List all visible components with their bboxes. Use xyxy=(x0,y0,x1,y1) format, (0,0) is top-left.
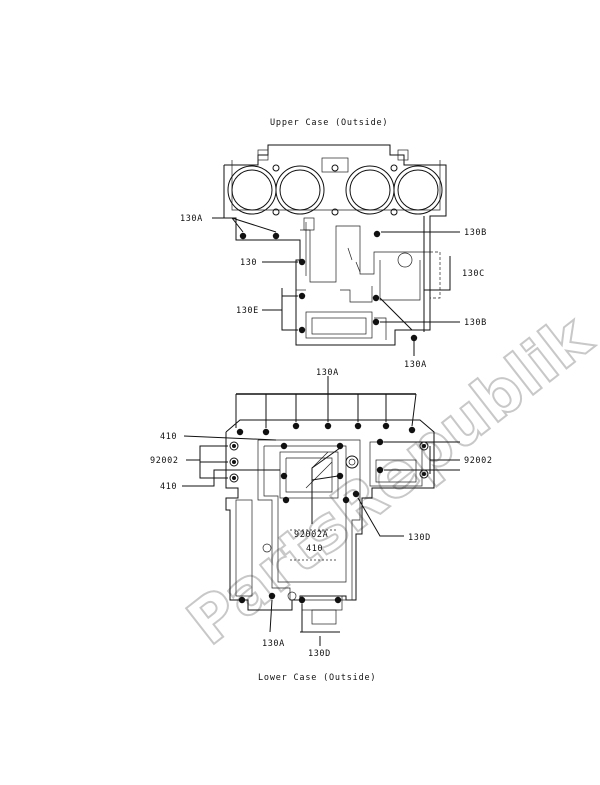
label-130E: 130E xyxy=(236,306,259,316)
label-130A-upper-left: 130A xyxy=(180,214,203,224)
lower-leaders xyxy=(182,376,460,646)
upper-case-title: Upper Case (Outside) xyxy=(270,118,388,128)
label-130D-bottom: 130D xyxy=(308,649,331,659)
label-410-top: 410 xyxy=(160,432,177,442)
label-92002A: 92002A xyxy=(294,530,328,540)
label-130B-upper-mid: 130B xyxy=(464,318,487,328)
lower-case-drawing xyxy=(225,419,435,625)
label-92002-right: 92002 xyxy=(464,456,493,466)
upper-case-drawing xyxy=(223,144,447,346)
label-92002-left: 92002 xyxy=(150,456,179,466)
label-130A-upper-bottom: 130A xyxy=(404,360,427,370)
label-130D-right: 130D xyxy=(408,533,431,543)
label-130A-lower-top: 130A xyxy=(316,368,339,378)
label-130A-lower-bottom: 130A xyxy=(262,639,285,649)
label-130B-upper-top: 130B xyxy=(464,228,487,238)
lower-case-title: Lower Case (Outside) xyxy=(258,673,376,683)
label-410-mid: 410 xyxy=(306,544,323,554)
label-130: 130 xyxy=(240,258,257,268)
label-130C: 130C xyxy=(462,269,485,279)
label-410-left: 410 xyxy=(160,482,177,492)
upper-leaders xyxy=(212,216,460,356)
